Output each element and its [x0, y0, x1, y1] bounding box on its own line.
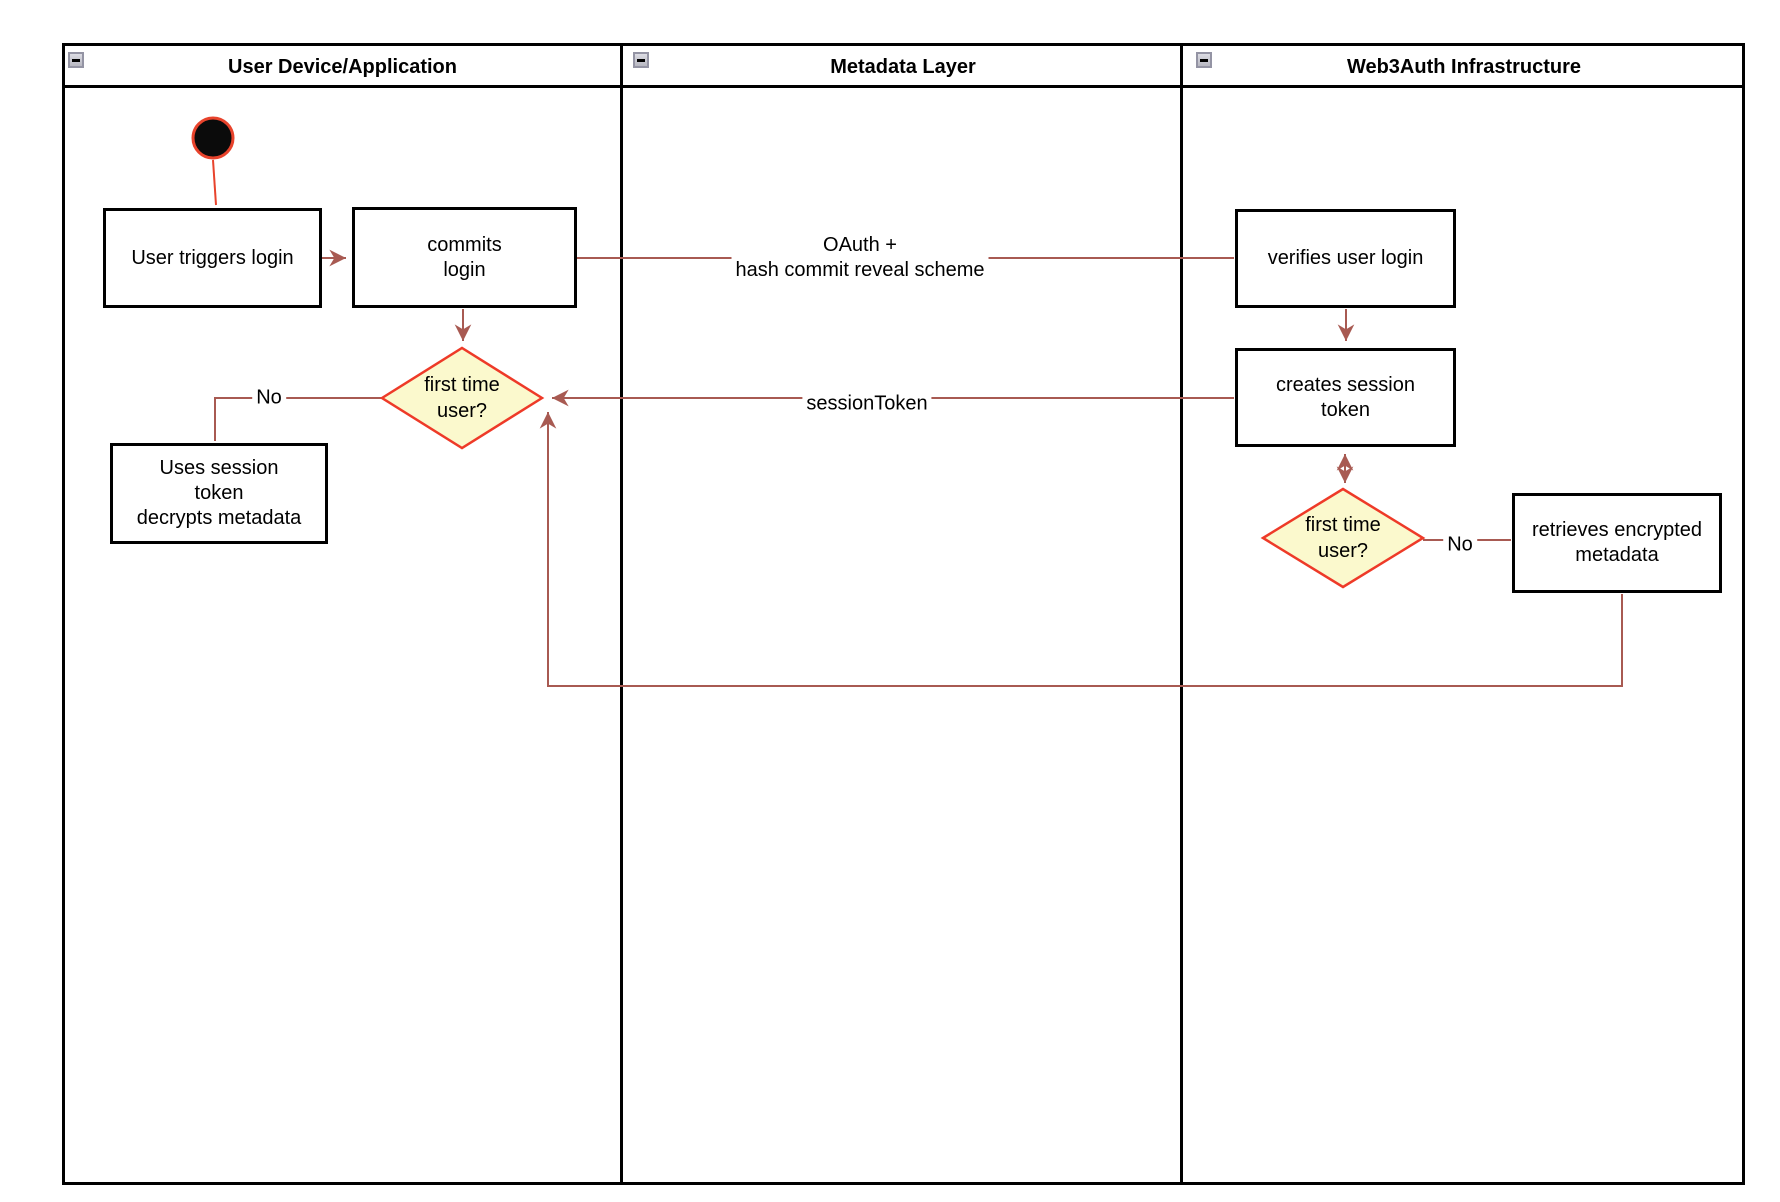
lane-title-metadata-layer: Metadata Layer	[830, 56, 976, 78]
minus-icon	[72, 59, 80, 62]
edge-label-oauth: OAuth + hash commit reveal scheme	[731, 233, 989, 283]
pool-frame	[62, 43, 1745, 1185]
node-label: creates session token	[1276, 373, 1415, 421]
lane-title-web3auth: Web3Auth Infrastructure	[1346, 56, 1582, 78]
decision-first-time-user-2[interactable]	[1260, 487, 1426, 589]
lane-header-band	[62, 43, 1745, 88]
edge-start-to-user-triggers-login[interactable]	[212, 159, 217, 206]
node-label: verifies user login	[1267, 247, 1424, 269]
minus-icon	[1200, 59, 1208, 62]
node-user-triggers-login[interactable]: User triggers login	[103, 208, 322, 308]
lane-separator-1	[620, 43, 623, 1185]
decision-first-time-user-1[interactable]	[379, 346, 545, 450]
node-label: Uses session token decrypts metadata	[136, 457, 302, 529]
decision2-label: first time user?	[1305, 514, 1381, 562]
decision1-label: first time user?	[424, 374, 500, 422]
node-uses-session-token[interactable]: Uses session token decrypts metadata	[110, 443, 328, 544]
node-creates-session-token[interactable]: creates session token	[1235, 348, 1456, 447]
edge-decision1-no-to-uses-session[interactable]	[214, 397, 382, 441]
lane-separator-2	[1180, 43, 1183, 1185]
node-commits-login[interactable]: commits login	[352, 207, 577, 308]
node-label: commits login	[427, 233, 502, 281]
collapse-lane-1-button[interactable]	[68, 52, 84, 68]
collapse-lane-3-button[interactable]	[1196, 52, 1212, 68]
edge-retrieves-feedback-to-decision1[interactable]	[539, 412, 1623, 687]
edge-label-sessiontoken: sessionToken	[802, 391, 932, 417]
node-retrieves-encrypted-metadata[interactable]: retrieves encrypted metadata	[1512, 493, 1722, 593]
lane-title-user-device: User Device/Application	[228, 56, 457, 78]
minus-icon	[637, 59, 645, 62]
edge-label-no-2: No	[1443, 532, 1477, 558]
collapse-lane-2-button[interactable]	[633, 52, 649, 68]
node-verifies-user-login[interactable]: verifies user login	[1235, 209, 1456, 308]
node-label: retrieves encrypted metadata	[1531, 519, 1703, 566]
edge-label-no-1: No	[252, 385, 286, 411]
node-label: User triggers login	[131, 246, 294, 269]
start-node[interactable]	[191, 116, 235, 160]
